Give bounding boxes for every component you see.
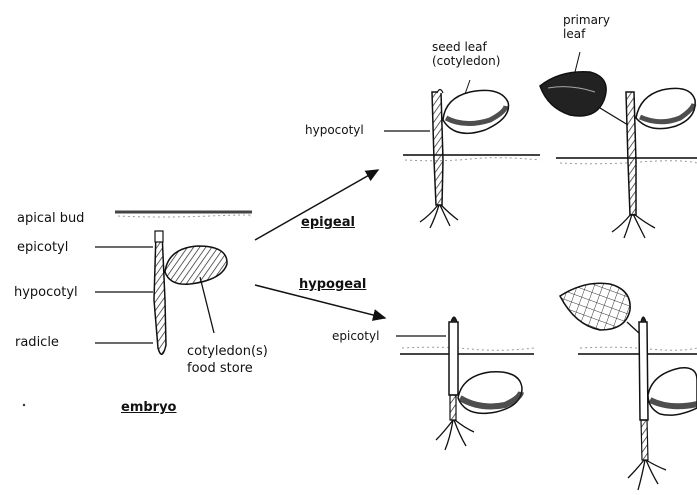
epigeal-stage1-drawing — [384, 80, 540, 228]
embryo-drawing — [95, 212, 252, 354]
label-primary-leaf-line1: primary — [563, 14, 610, 27]
primary-leaf — [540, 72, 606, 116]
label-hypocotyl: hypocotyl — [14, 285, 78, 300]
label-apical-bud: apical bud — [17, 211, 84, 226]
embryo-cotyledon — [165, 246, 227, 284]
epigeal-stage2-drawing — [540, 52, 697, 238]
label-radicle: radicle — [15, 335, 59, 350]
label-cotyledon-line1: cotyledon(s) — [187, 344, 268, 359]
hypogeal-stage1-drawing — [396, 317, 534, 450]
label-seed-leaf-line2: (cotyledon) — [432, 55, 500, 68]
label-seed-leaf-line1: seed leaf — [432, 41, 487, 54]
embryo-apical-bud — [155, 231, 163, 242]
label-hypogeal: hypogeal — [299, 277, 366, 292]
label-epigeal-hypocotyl: hypocotyl — [305, 124, 364, 137]
label-epicotyl: epicotyl — [17, 240, 68, 255]
embryo-stem — [154, 232, 166, 354]
label-primary-leaf-line2: leaf — [563, 28, 585, 41]
label-hypogeal-epicotyl: epicotyl — [332, 330, 379, 343]
hypogeal-stage2-drawing — [560, 283, 697, 490]
label-embryo-title: embryo — [121, 400, 177, 415]
label-epigeal: epigeal — [301, 215, 355, 230]
hypogeal-primary-leaf — [560, 283, 630, 330]
label-cotyledon-line2: food store — [187, 361, 253, 376]
